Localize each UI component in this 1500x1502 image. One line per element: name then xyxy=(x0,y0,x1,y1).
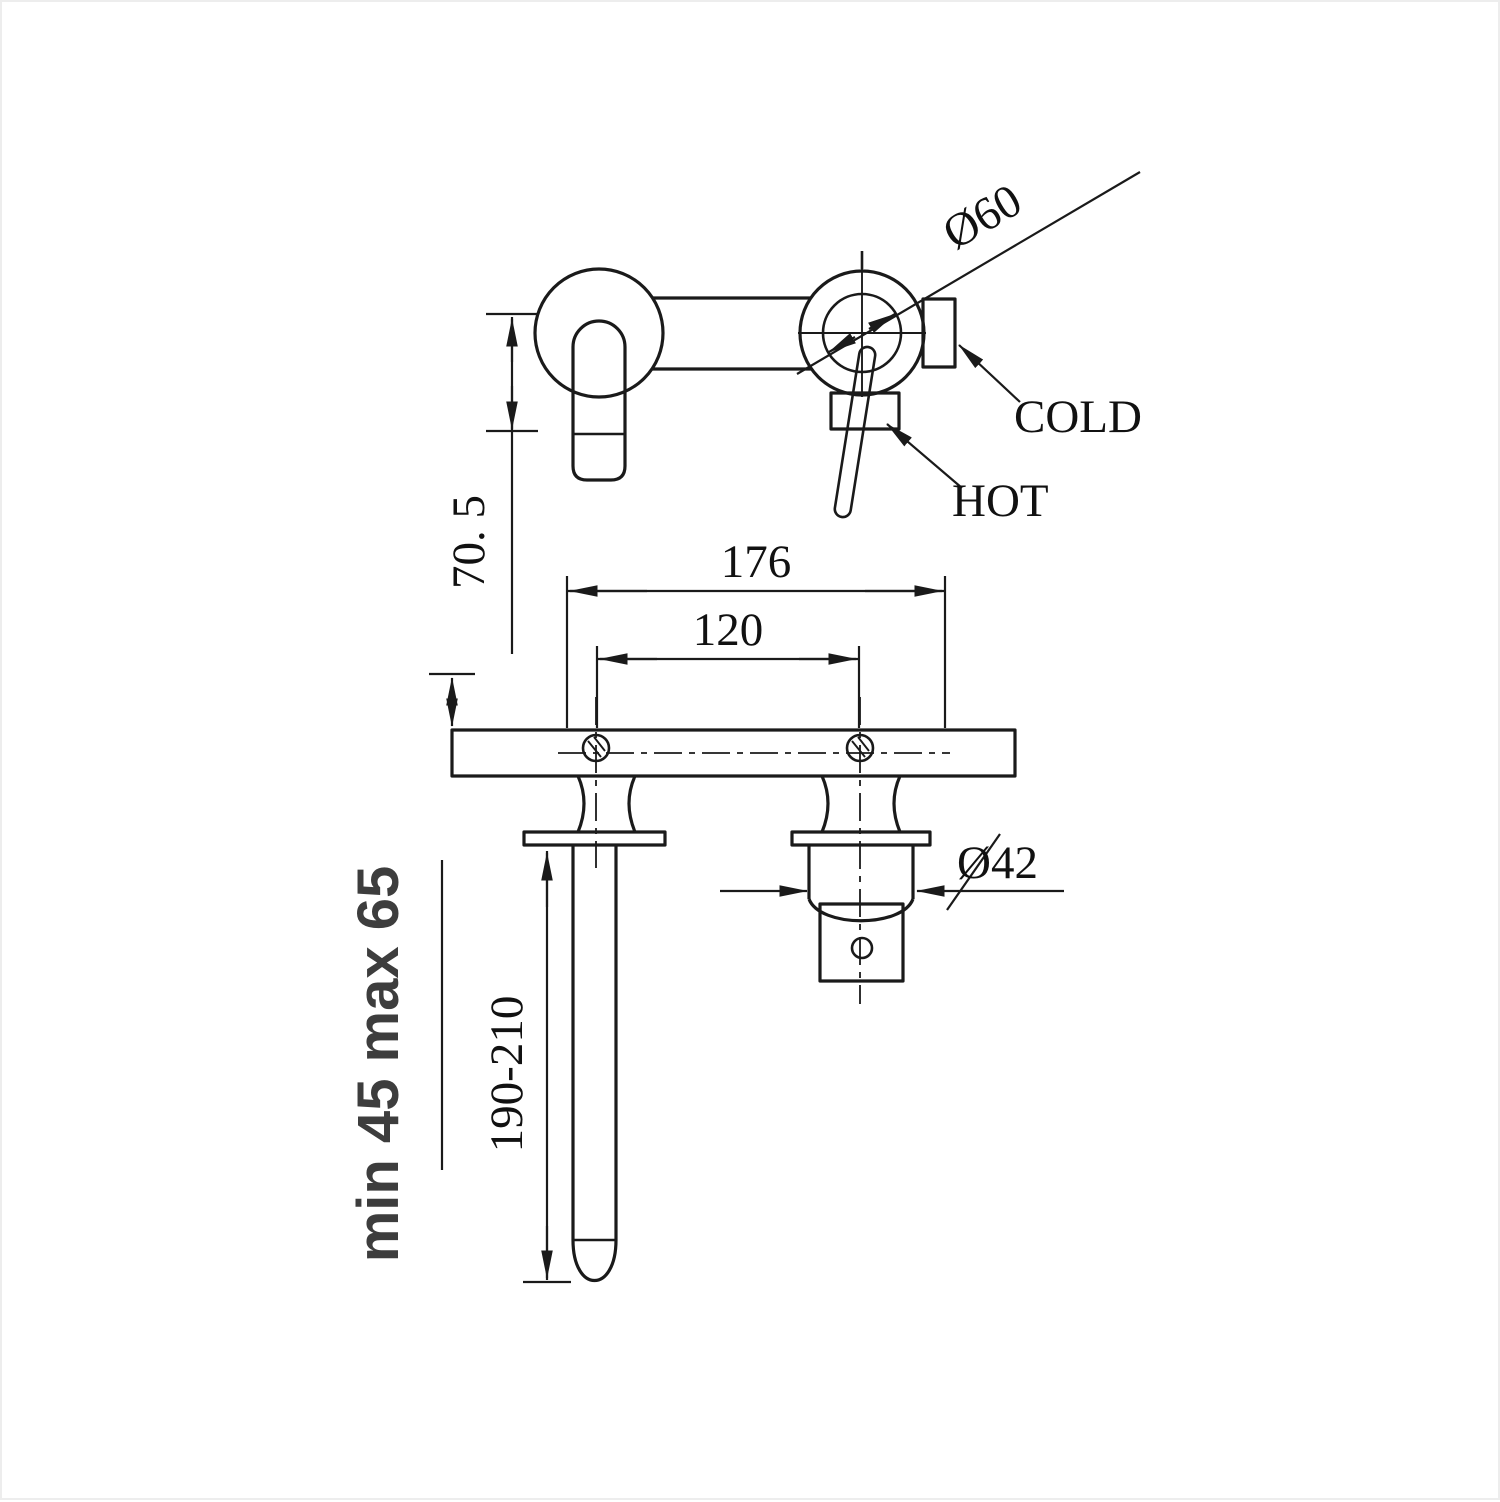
screw-hatch xyxy=(851,740,866,758)
dia60-arrow-lower xyxy=(828,333,856,353)
valve-dome xyxy=(807,898,915,923)
cold-leader-arrow xyxy=(958,344,1021,403)
cold-label: COLD xyxy=(1014,391,1142,443)
screw-hatch xyxy=(593,736,606,752)
valve-cartridge-block xyxy=(818,902,905,983)
spout-shank-right-edge xyxy=(627,775,637,833)
valve-wall-flange xyxy=(790,830,932,847)
dia42-slash xyxy=(946,833,1001,911)
dim190-label: 190-210 xyxy=(481,996,533,1153)
handle-lever xyxy=(833,345,877,519)
walldepth-label: min 45 max 65 xyxy=(346,866,411,1263)
spout-tube-top xyxy=(571,347,627,482)
dim70-label: 70. 5 xyxy=(443,495,495,589)
handle-base-block xyxy=(829,391,901,431)
screw-hatch xyxy=(587,740,602,758)
spout-shank-left-edge xyxy=(576,775,586,833)
cold-inlet-block xyxy=(921,297,957,369)
spout-inner-arc xyxy=(571,319,627,348)
spout-escutcheon-circle xyxy=(533,267,665,399)
hot-leader-arrow xyxy=(886,423,963,489)
dia60-label: Ø60 xyxy=(934,174,1030,260)
dia42-label: Ø42 xyxy=(957,837,1038,889)
plan-view: Ø60 COLD HOT 70. 5 xyxy=(443,171,1142,654)
inwall-body-bar xyxy=(450,728,1017,778)
valve-screw-hole xyxy=(850,936,874,960)
hot-label: HOT xyxy=(952,475,1049,527)
spout-rounded-tip xyxy=(571,1239,618,1282)
front-view: 176 120 xyxy=(346,536,1064,1284)
screw-hatch xyxy=(857,736,870,752)
spout-wall-flange xyxy=(522,830,667,847)
dim120-label: 120 xyxy=(693,604,764,656)
dim176-label: 176 xyxy=(721,536,792,588)
dia60-arrow-upper xyxy=(868,313,896,333)
valve-shank-left-edge xyxy=(820,775,830,833)
valve-shank-right-edge xyxy=(892,775,902,833)
